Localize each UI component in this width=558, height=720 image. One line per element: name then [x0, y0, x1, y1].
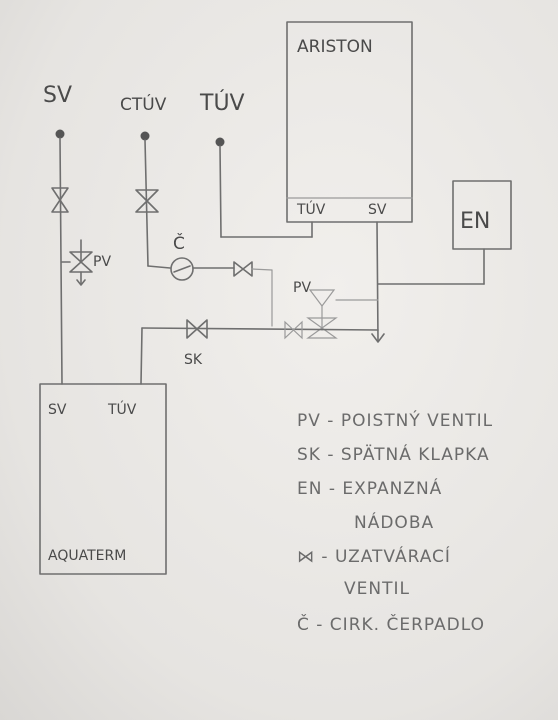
aquaterm-title: AQUATERM [48, 548, 126, 564]
pv-left-label: PV [93, 254, 111, 270]
legend-line-6: VENTIL [344, 579, 410, 599]
legend-line-2: SK - SPÄTNÁ KLAPKA [297, 443, 490, 465]
circulation-pump [170, 257, 194, 281]
sk-label: SK [184, 352, 203, 368]
pv-right-valve-base [306, 317, 338, 339]
pump-label: Č [173, 232, 185, 254]
ariston-sv-arrow [371, 333, 385, 343]
tuv-top-label: TÚV [199, 90, 245, 116]
en-box [452, 180, 512, 250]
ariston-sv-pipe [376, 221, 379, 341]
pump-arrow [173, 265, 191, 273]
ctuv-pipe-end [140, 131, 150, 141]
ctuv-pipe-horizontal [147, 265, 171, 269]
ctuv-valve-2 [233, 261, 253, 277]
ariston-shutoff-valve [284, 320, 303, 340]
aquaterm-box [39, 383, 167, 575]
legend-line-1: PV - POISTNÝ VENTIL [297, 409, 493, 431]
sk-check-valve [186, 319, 208, 339]
ariston-sv-label: SV [368, 202, 387, 218]
legend-line-5: ⋈ - UZATVÁRACÍ [297, 545, 451, 567]
pv-left-arrow-head [76, 279, 86, 286]
sv-pipe [59, 137, 63, 385]
pv-right-valve [308, 289, 336, 307]
en-label: EN [460, 209, 490, 234]
legend-line-7: Č - CIRK. ČERPADLO [297, 613, 485, 635]
ariston-box [286, 21, 413, 223]
aquaterm-sv-label: SV [48, 402, 67, 418]
sv-top-label: SV [43, 83, 72, 108]
ctuv-top-label: CTÚV [120, 93, 167, 115]
sv-pipe-end [55, 129, 65, 139]
ariston-tuv-label: TÚV [296, 200, 326, 218]
ctuv-to-ariston [251, 268, 273, 271]
aquaterm-tuv-label: TÚV [107, 400, 137, 418]
ctuv-shutoff-valve [135, 189, 159, 213]
legend-line-3: EN - EXPANZNÁ [297, 477, 442, 499]
sv-shutoff-valve [51, 187, 69, 213]
ctuv-pipe-vertical [144, 139, 149, 267]
pv-right-label: PV [293, 280, 311, 296]
sk-pipe-down [140, 327, 143, 385]
ariston-title: ARISTON [297, 37, 373, 57]
pv-left-valve [69, 251, 93, 273]
legend-line-4: NÁDOBA [354, 511, 434, 533]
sk-pipe [141, 327, 379, 331]
tuv-pipe-end [215, 137, 225, 147]
tuv-pipe-vertical [219, 145, 222, 238]
